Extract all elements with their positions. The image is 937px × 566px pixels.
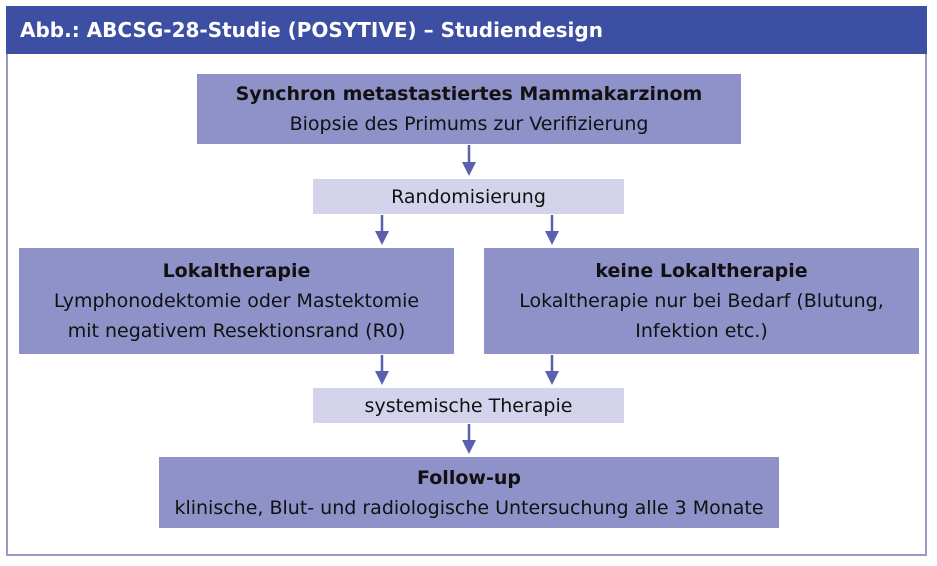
top-box: Synchron metastastiertes Mammakarzinom B… (197, 74, 741, 144)
systemic-therapy-box: systemische Therapie (313, 388, 624, 423)
arrow-systemic-to-followup-head (462, 440, 476, 454)
systemic-therapy-label: systemische Therapie (364, 394, 573, 417)
right-arm-line-2: Infektion etc.) (635, 320, 768, 342)
arrow-right-to-systemic-head (545, 371, 559, 385)
figure-title: Abb.: ABCSG-28-Studie (POSYTIVE) – Studi… (20, 18, 603, 42)
top-box-title: Synchron metastastiertes Mammakarzinom (235, 83, 703, 105)
right-arm-title: keine Lokaltherapie (595, 260, 808, 282)
left-arm-box: Lokaltherapie Lymphonodektomie oder Mast… (19, 248, 454, 354)
arrow-top-to-randomization-head (462, 162, 476, 176)
arrow-randomization-to-left-head (375, 231, 389, 245)
right-arm-line-1: Lokaltherapie nur bei Bedarf (Blutung, (519, 290, 884, 312)
right-arm-box: keine Lokaltherapie Lokaltherapie nur be… (484, 248, 919, 354)
figure-caption-bar: Abb.: ABCSG-28-Studie (POSYTIVE) – Studi… (6, 6, 927, 54)
randomization-label: Randomisierung (391, 185, 546, 208)
randomization-box: Randomisierung (313, 179, 624, 214)
arrow-left-to-systemic-head (375, 371, 389, 385)
left-arm-line-2: mit negativem Resektionsrand (R0) (67, 320, 406, 342)
left-arm-line-1: Lymphonodektomie oder Mastektomie (53, 290, 420, 312)
followup-title: Follow-up (417, 466, 521, 489)
left-arm-title: Lokaltherapie (162, 260, 311, 282)
arrow-randomization-to-right-head (545, 231, 559, 245)
followup-line-1: klinische, Blut- und radiologische Unter… (174, 496, 764, 519)
top-box-line-1: Biopsie des Primums zur Verifizierung (289, 113, 649, 135)
followup-box: Follow-up klinische, Blut- und radiologi… (159, 457, 779, 528)
